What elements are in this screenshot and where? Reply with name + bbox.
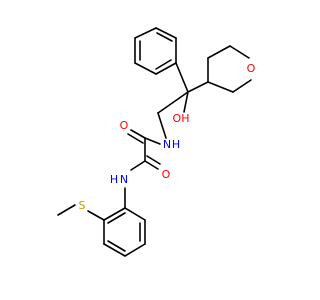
bond [155,62,177,75]
bond [127,133,144,144]
bond [87,210,105,221]
bond [187,81,209,93]
bond [130,160,146,171]
bond-layer [57,27,252,257]
nitrogen-atom-label: N [163,138,171,151]
bond [144,160,159,170]
bond [207,81,234,93]
sulfur-atom-label: S [79,199,86,212]
bond [207,45,231,59]
bond [183,91,189,113]
bond [134,62,157,75]
bond [229,45,250,59]
bond [107,212,126,224]
molecule-diagram: O OH O O N H H N S [57,27,257,257]
bond [103,243,126,257]
hydroxyl-label: OH [173,112,190,125]
bond [232,79,252,93]
hydrogen-atom-label: H [110,173,118,186]
bond [103,207,126,221]
bond [107,240,126,252]
carbonyl-oxygen-label: O [120,119,129,132]
bond [175,62,189,93]
bond [146,155,161,165]
bond [124,243,146,257]
bond [157,112,167,139]
hydrogen-atom-label: H [172,138,180,151]
carbonyl-oxygen-label: O [162,168,171,181]
oxygen-atom-label: O [247,62,256,75]
bond [156,32,173,42]
bond [57,204,76,216]
bond [124,207,146,221]
bond [157,91,189,114]
bond [144,137,161,145]
bond [134,27,157,39]
bond [155,59,172,70]
bond [130,129,146,139]
atom-labels: O OH O O N H H N S [79,62,257,212]
bond [155,27,177,39]
nitrogen-atom-label: N [120,173,128,186]
